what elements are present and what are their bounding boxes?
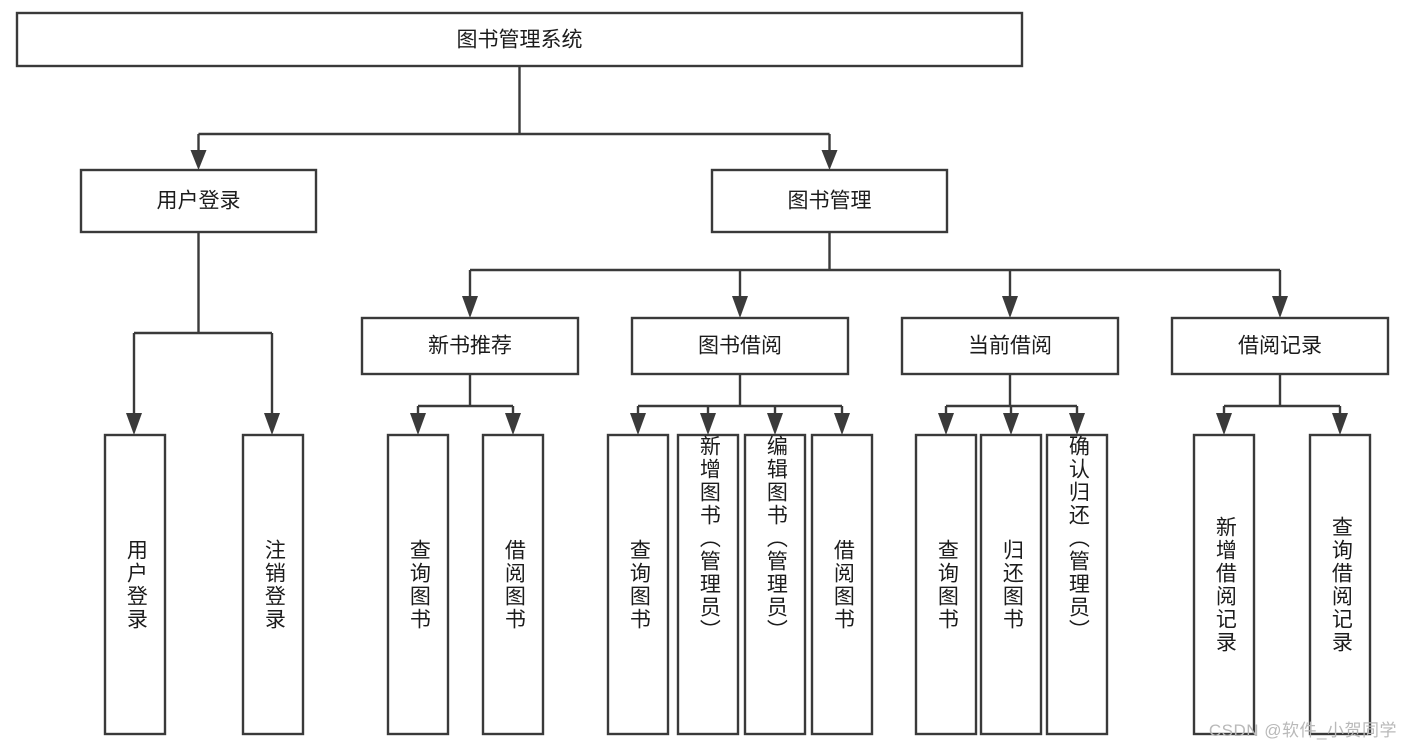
connector-borrowrecords-to-leaves <box>1216 374 1348 435</box>
arrow-head-icon <box>700 413 716 435</box>
level2-box <box>79 168 318 234</box>
root-label: 图书管理系统 <box>457 29 583 52</box>
arrow-head-icon <box>462 296 478 318</box>
leaf-box[interactable] <box>1192 433 1256 736</box>
arrow-head-icon <box>1069 413 1085 435</box>
leaf-box[interactable] <box>1308 433 1372 736</box>
leaf-box[interactable] <box>386 433 450 736</box>
level3-label: 新书推荐 <box>428 335 512 358</box>
level3-label: 当前借阅 <box>968 335 1052 358</box>
leaf-box[interactable] <box>979 433 1043 736</box>
arrow-head-icon <box>1003 413 1019 435</box>
leaf-box[interactable] <box>1045 433 1109 736</box>
arrow-head-icon <box>938 413 954 435</box>
leaf-box[interactable] <box>606 433 670 736</box>
level3-box <box>360 316 580 376</box>
node-user-login[interactable]: 用户登录 <box>79 168 318 234</box>
arrow-head-icon <box>834 413 850 435</box>
arrow-head-icon <box>190 150 207 170</box>
arrow-head-icon <box>1272 296 1288 318</box>
arrow-head-icon <box>126 413 142 435</box>
leaf-box[interactable] <box>103 433 167 736</box>
connector-bookborrow-to-leaves <box>630 374 850 435</box>
arrow-head-icon <box>1216 413 1232 435</box>
level3-label: 图书借阅 <box>698 335 782 358</box>
leaf-boxes <box>103 433 1372 736</box>
leaf-box[interactable] <box>914 433 978 736</box>
leaf-box[interactable] <box>481 433 545 736</box>
watermark: CSDN @软件_小贺同学 <box>1208 721 1397 740</box>
leaf-box[interactable] <box>810 433 874 736</box>
node-borrow-records[interactable]: 借阅记录 <box>1170 316 1390 376</box>
level3-label: 借阅记录 <box>1238 335 1322 358</box>
connector-bookmgmt-to-level3 <box>462 232 1288 318</box>
arrow-head-icon <box>264 413 280 435</box>
node-root[interactable]: 图书管理系统 <box>15 11 1024 68</box>
level2-label: 图书管理 <box>788 190 872 213</box>
leaf-box[interactable] <box>676 433 740 736</box>
arrow-head-icon <box>821 150 838 170</box>
connector-currentborrow-to-leaves <box>938 374 1085 435</box>
node-current-borrow[interactable]: 当前借阅 <box>900 316 1120 376</box>
arrow-head-icon <box>732 296 748 318</box>
arrow-head-icon <box>767 413 783 435</box>
arrow-head-icon <box>1002 296 1018 318</box>
arrow-head-icon <box>1332 413 1348 435</box>
leaf-box[interactable] <box>743 433 807 736</box>
connector-newbook-to-leaves <box>410 374 521 435</box>
arrow-head-icon <box>505 413 521 435</box>
node-book-borrow[interactable]: 图书借阅 <box>630 316 850 376</box>
arrow-head-icon <box>630 413 646 435</box>
arrow-head-icon <box>410 413 426 435</box>
level2-label: 用户登录 <box>157 190 241 213</box>
connector-userlogin-to-leaves <box>126 232 280 435</box>
node-book-management[interactable]: 图书管理 <box>710 168 949 234</box>
root-box <box>15 11 1024 68</box>
level3-box <box>900 316 1120 376</box>
connector-root-to-level2 <box>190 66 838 170</box>
leaf-box[interactable] <box>241 433 305 736</box>
node-new-book-recommend[interactable]: 新书推荐 <box>360 316 580 376</box>
